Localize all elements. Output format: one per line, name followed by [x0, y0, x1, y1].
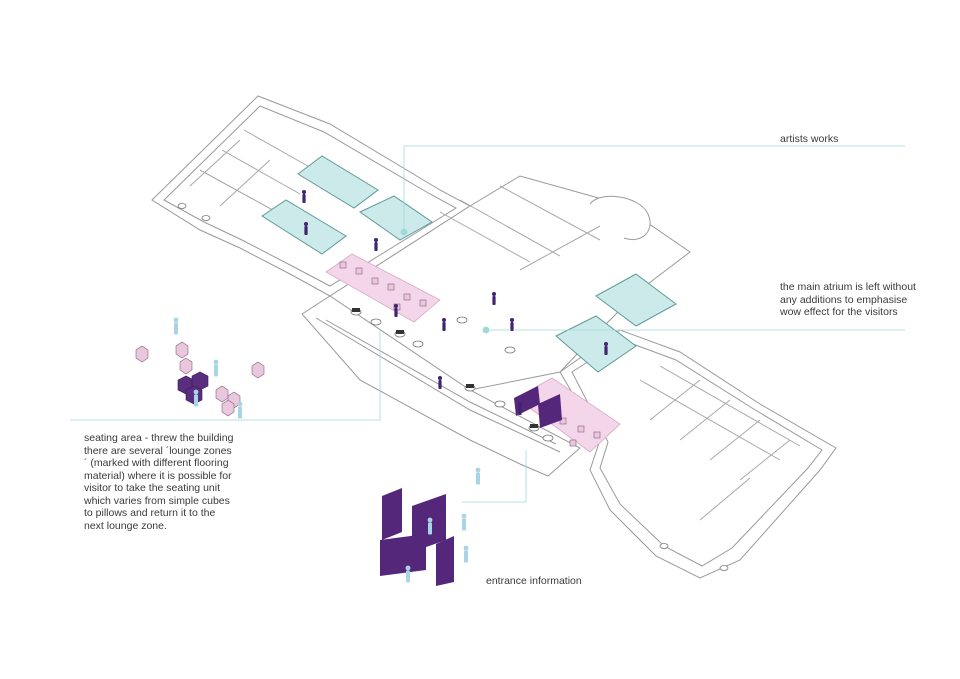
label-seating-area: seating area - threw the building there …: [84, 432, 234, 532]
visitors: [173, 317, 481, 583]
artists-room-4: [595, 273, 677, 327]
artists-room-3: [261, 199, 347, 255]
terrace-steps-2: [325, 319, 557, 445]
entrance-panels: [380, 488, 454, 586]
apse-outline: [589, 195, 651, 240]
marker-main-atrium: [482, 326, 490, 334]
leader-entrance: [462, 450, 527, 503]
artists-room-2: [359, 195, 433, 241]
entrance-panel-1: [382, 488, 402, 540]
label-entrance-information: entrance information: [486, 575, 582, 587]
entrance-panel-3: [380, 534, 426, 576]
building-plan: [151, 95, 837, 579]
terrace-steps: [315, 317, 561, 453]
leader-lines: [70, 145, 905, 503]
lounge-zone-left: [325, 253, 441, 323]
marker-artists-works: [400, 228, 408, 236]
left-wing-inner: [163, 105, 457, 287]
entrance-panel-4: [436, 536, 454, 586]
right-wing-outer: [559, 329, 837, 579]
people-inside: [302, 190, 608, 415]
label-main-atrium: the main atrium is left without any addi…: [780, 281, 916, 318]
leader-seating: [70, 330, 381, 421]
label-artists-works: artists works: [780, 133, 839, 145]
column-bases: [352, 308, 538, 428]
artists-room-1: [297, 155, 379, 209]
lounge-cubes: [339, 261, 601, 447]
leader-artists-works: [403, 145, 905, 232]
right-wing-inner: [571, 339, 823, 567]
seating-cubes-cluster: [135, 341, 265, 417]
